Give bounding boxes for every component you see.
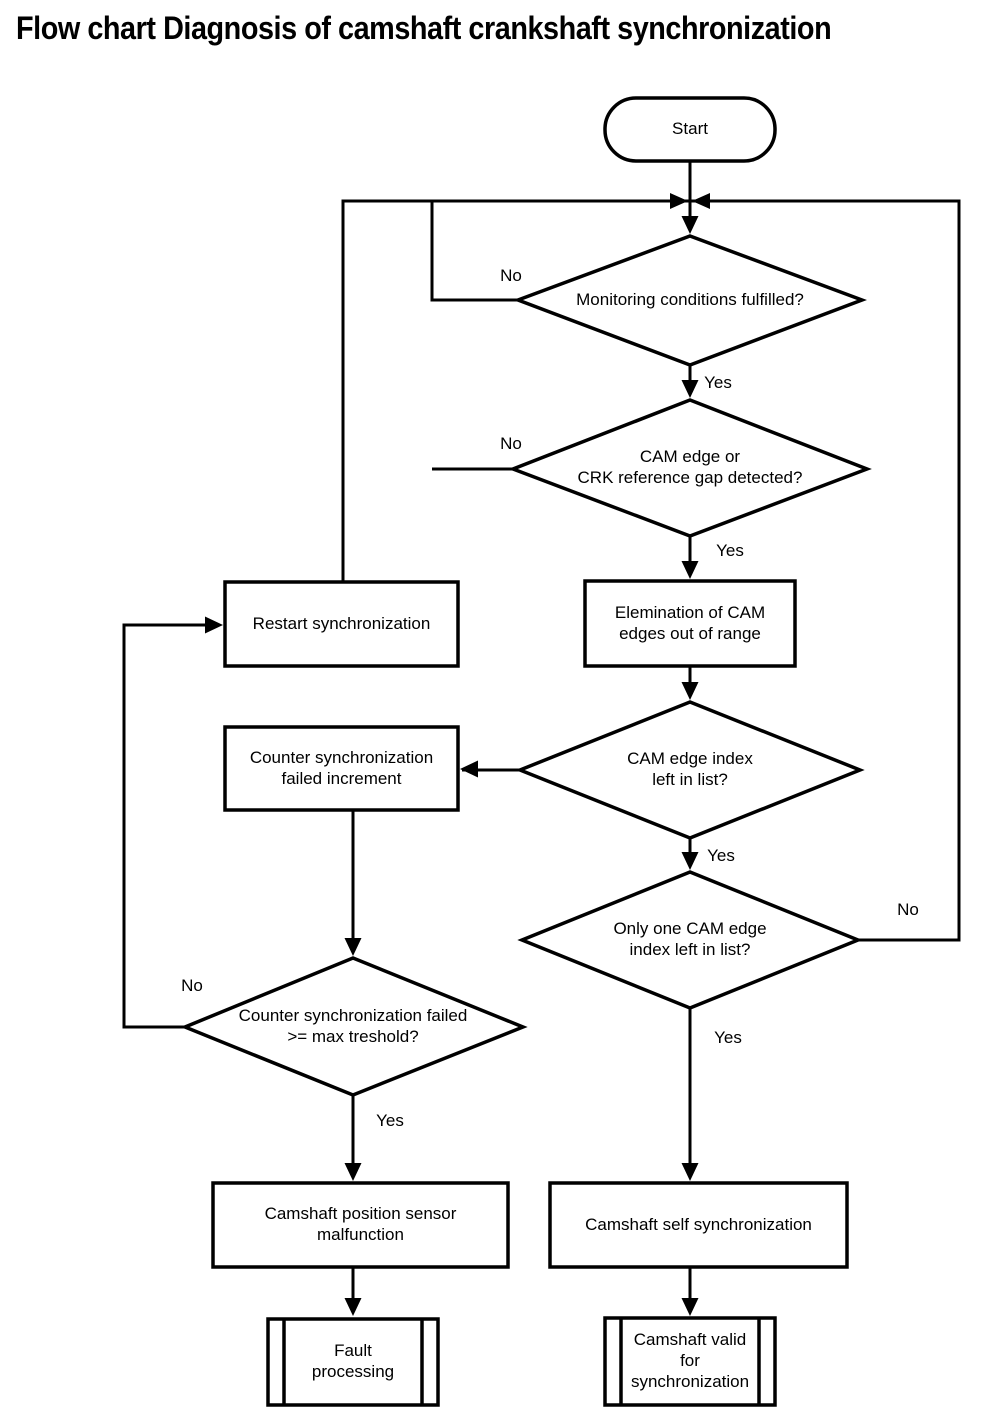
decision-threshold-shape: [180, 956, 528, 1097]
terminator-start-shape: [603, 96, 777, 163]
decision-only-one-label: Only one CAM edge index left in list?: [613, 919, 767, 959]
arrowhead-into-monitoring: [681, 216, 699, 234]
decision-threshold-label: Counter synchronization failed >= max tr…: [238, 1005, 468, 1046]
arrowhead-into-fault-processing: [344, 1298, 362, 1316]
terminator-start-label: Start: [672, 119, 708, 139]
decision-monitoring-shape: [513, 234, 867, 367]
decision-only-one-shape: [517, 870, 863, 1010]
edge-label-only-one-yes: Yes: [714, 1028, 742, 1047]
arrowhead-into-counter-increment: [460, 760, 478, 778]
process-counter-increment-label: Counter synchronization failed increment: [249, 747, 434, 788]
arrowhead-into-sensor-malfunction: [344, 1163, 362, 1181]
arrowhead-into-cam-edge: [681, 380, 699, 398]
process-elimination-shape: [583, 579, 797, 668]
edge-label-monitoring-no: No: [500, 266, 522, 285]
process-self-sync-label: Camshaft self synchronization: [585, 1214, 812, 1234]
process-elimination-label: Elemination of CAM edges out of range: [614, 602, 766, 643]
connector-threshold-no-loop: [122, 623, 216, 1029]
arrowhead-into-cam-index: [681, 682, 699, 700]
edge-label-cam-edge-no: No: [500, 434, 522, 453]
predefined-valid-sync-shape: [603, 1316, 777, 1407]
edge-label-monitoring-yes: Yes: [704, 373, 732, 392]
arrowhead-into-threshold: [344, 938, 362, 956]
decision-cam-edge-shape: [508, 398, 872, 538]
shape-group: [180, 96, 872, 1407]
process-sensor-malfunction-shape: [211, 1181, 510, 1269]
arrowhead-junction-right: [692, 193, 710, 209]
process-sensor-malfunction-label: Camshaft position sensor malfunction: [264, 1204, 457, 1244]
decision-cam-index-label: CAM edge index left in list?: [627, 749, 753, 789]
process-restart-shape: [223, 580, 460, 668]
edge-label-only-one-no: No: [897, 900, 919, 919]
edge-label-cam-edge-yes: Yes: [716, 541, 744, 560]
arrowhead-junction-left: [670, 193, 688, 209]
page-title: Flow chart Diagnosis of camshaft cranksh…: [16, 10, 832, 46]
predefined-fault-processing-shape: [266, 1317, 440, 1407]
arrowhead-into-elimination: [681, 561, 699, 579]
edge-label-threshold-yes: Yes: [376, 1111, 404, 1130]
process-self-sync-shape: [548, 1181, 849, 1269]
decision-cam-index-shape: [515, 700, 865, 840]
decision-cam-edge-label: CAM edge or CRK reference gap detected?: [577, 447, 803, 487]
connector-no-loop: [430, 201, 518, 471]
predefined-valid-sync-label: Camshaft valid for synchronization: [630, 1330, 750, 1391]
arrowhead-into-only-one: [681, 852, 699, 870]
arrowhead-group: [205, 193, 710, 1316]
process-counter-increment-shape: [223, 725, 460, 812]
edge-label-cam-index-yes: Yes: [707, 846, 735, 865]
process-restart-label: Restart synchronization: [252, 613, 431, 633]
edge-label-threshold-no: No: [181, 976, 203, 995]
predefined-fault-processing-label: Fault processing: [311, 1341, 395, 1381]
arrowhead-into-restart: [205, 616, 223, 634]
decision-monitoring-label: Monitoring conditions fulfilled?: [576, 290, 804, 310]
arrowhead-into-self-sync: [681, 1163, 699, 1181]
connector-outer-loop: [341, 199, 961, 942]
arrowhead-into-valid-sync: [681, 1298, 699, 1316]
